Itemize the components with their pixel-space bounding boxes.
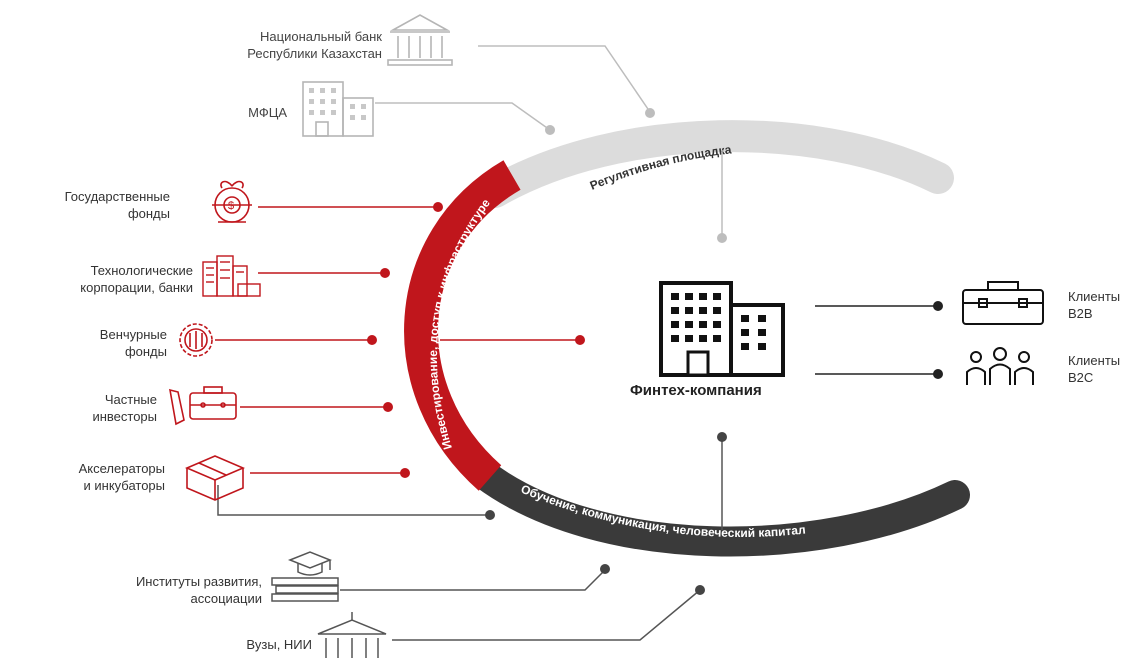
education-arc: Обучение, коммуникация, человеческий кап… [470, 460, 970, 557]
investor-briefcase-icon [168, 386, 237, 426]
regulator-label-national-bank: Национальный банк Республики Казахстан [247, 29, 382, 61]
investor-label-state-funds: Государственные фонды [64, 189, 170, 221]
connector-dot [380, 268, 390, 278]
regulator-label-mfca: МФЦА [248, 105, 287, 120]
svg-text:$: $ [228, 200, 234, 212]
connector-dot [645, 108, 655, 118]
graduation-books-icon [271, 551, 339, 602]
connector-dot [545, 125, 555, 135]
connector-dot [933, 369, 943, 379]
people-icon [966, 347, 1034, 385]
bank-icon [387, 14, 453, 66]
venture-gear-icon [179, 323, 213, 357]
office-building-icon [659, 281, 785, 377]
connector-dot [575, 335, 585, 345]
city-icon [202, 255, 261, 297]
connector-dot [933, 301, 943, 311]
investor-label-private-investors: Частные инвесторы [92, 392, 157, 424]
investor-label-tech-corps: Технологические корпорации, банки [80, 263, 193, 295]
connector-dot [717, 233, 727, 243]
connector-dot [485, 510, 495, 520]
center-title: Финтех-компания [630, 382, 762, 399]
building-icon [302, 81, 374, 137]
money-tree-icon: $ [212, 180, 252, 223]
regulator-connectors [375, 45, 723, 236]
connector-dot [400, 468, 410, 478]
connector-dot [717, 432, 727, 442]
connector-dot [367, 335, 377, 345]
connector-dot [433, 202, 443, 212]
investor-connectors [215, 206, 580, 474]
connector-dot [695, 585, 705, 595]
client-connectors [815, 305, 938, 375]
education-label-institutes: Институты развития, ассоциации [135, 574, 262, 606]
client-label-b2c: Клиенты B2C [1068, 353, 1121, 385]
investor-label-accelerators: Акселераторы и инкубаторы [78, 461, 165, 493]
investor-label-venture-funds: Венчурные фонды [99, 327, 167, 359]
client-label-b2b: Клиенты B2B [1068, 289, 1121, 321]
education-connectors [217, 438, 723, 641]
box-icon [184, 455, 246, 501]
investment-arc: Инвестирование, доступ к инфраструктуре [404, 160, 521, 491]
university-icon [317, 612, 387, 658]
regulatory-arc: Регулятивная площадка [479, 120, 954, 208]
connector-dot [600, 564, 610, 574]
education-label-universities: Вузы, НИИ [246, 637, 312, 652]
briefcase-icon [962, 281, 1044, 325]
connector-dot [383, 402, 393, 412]
